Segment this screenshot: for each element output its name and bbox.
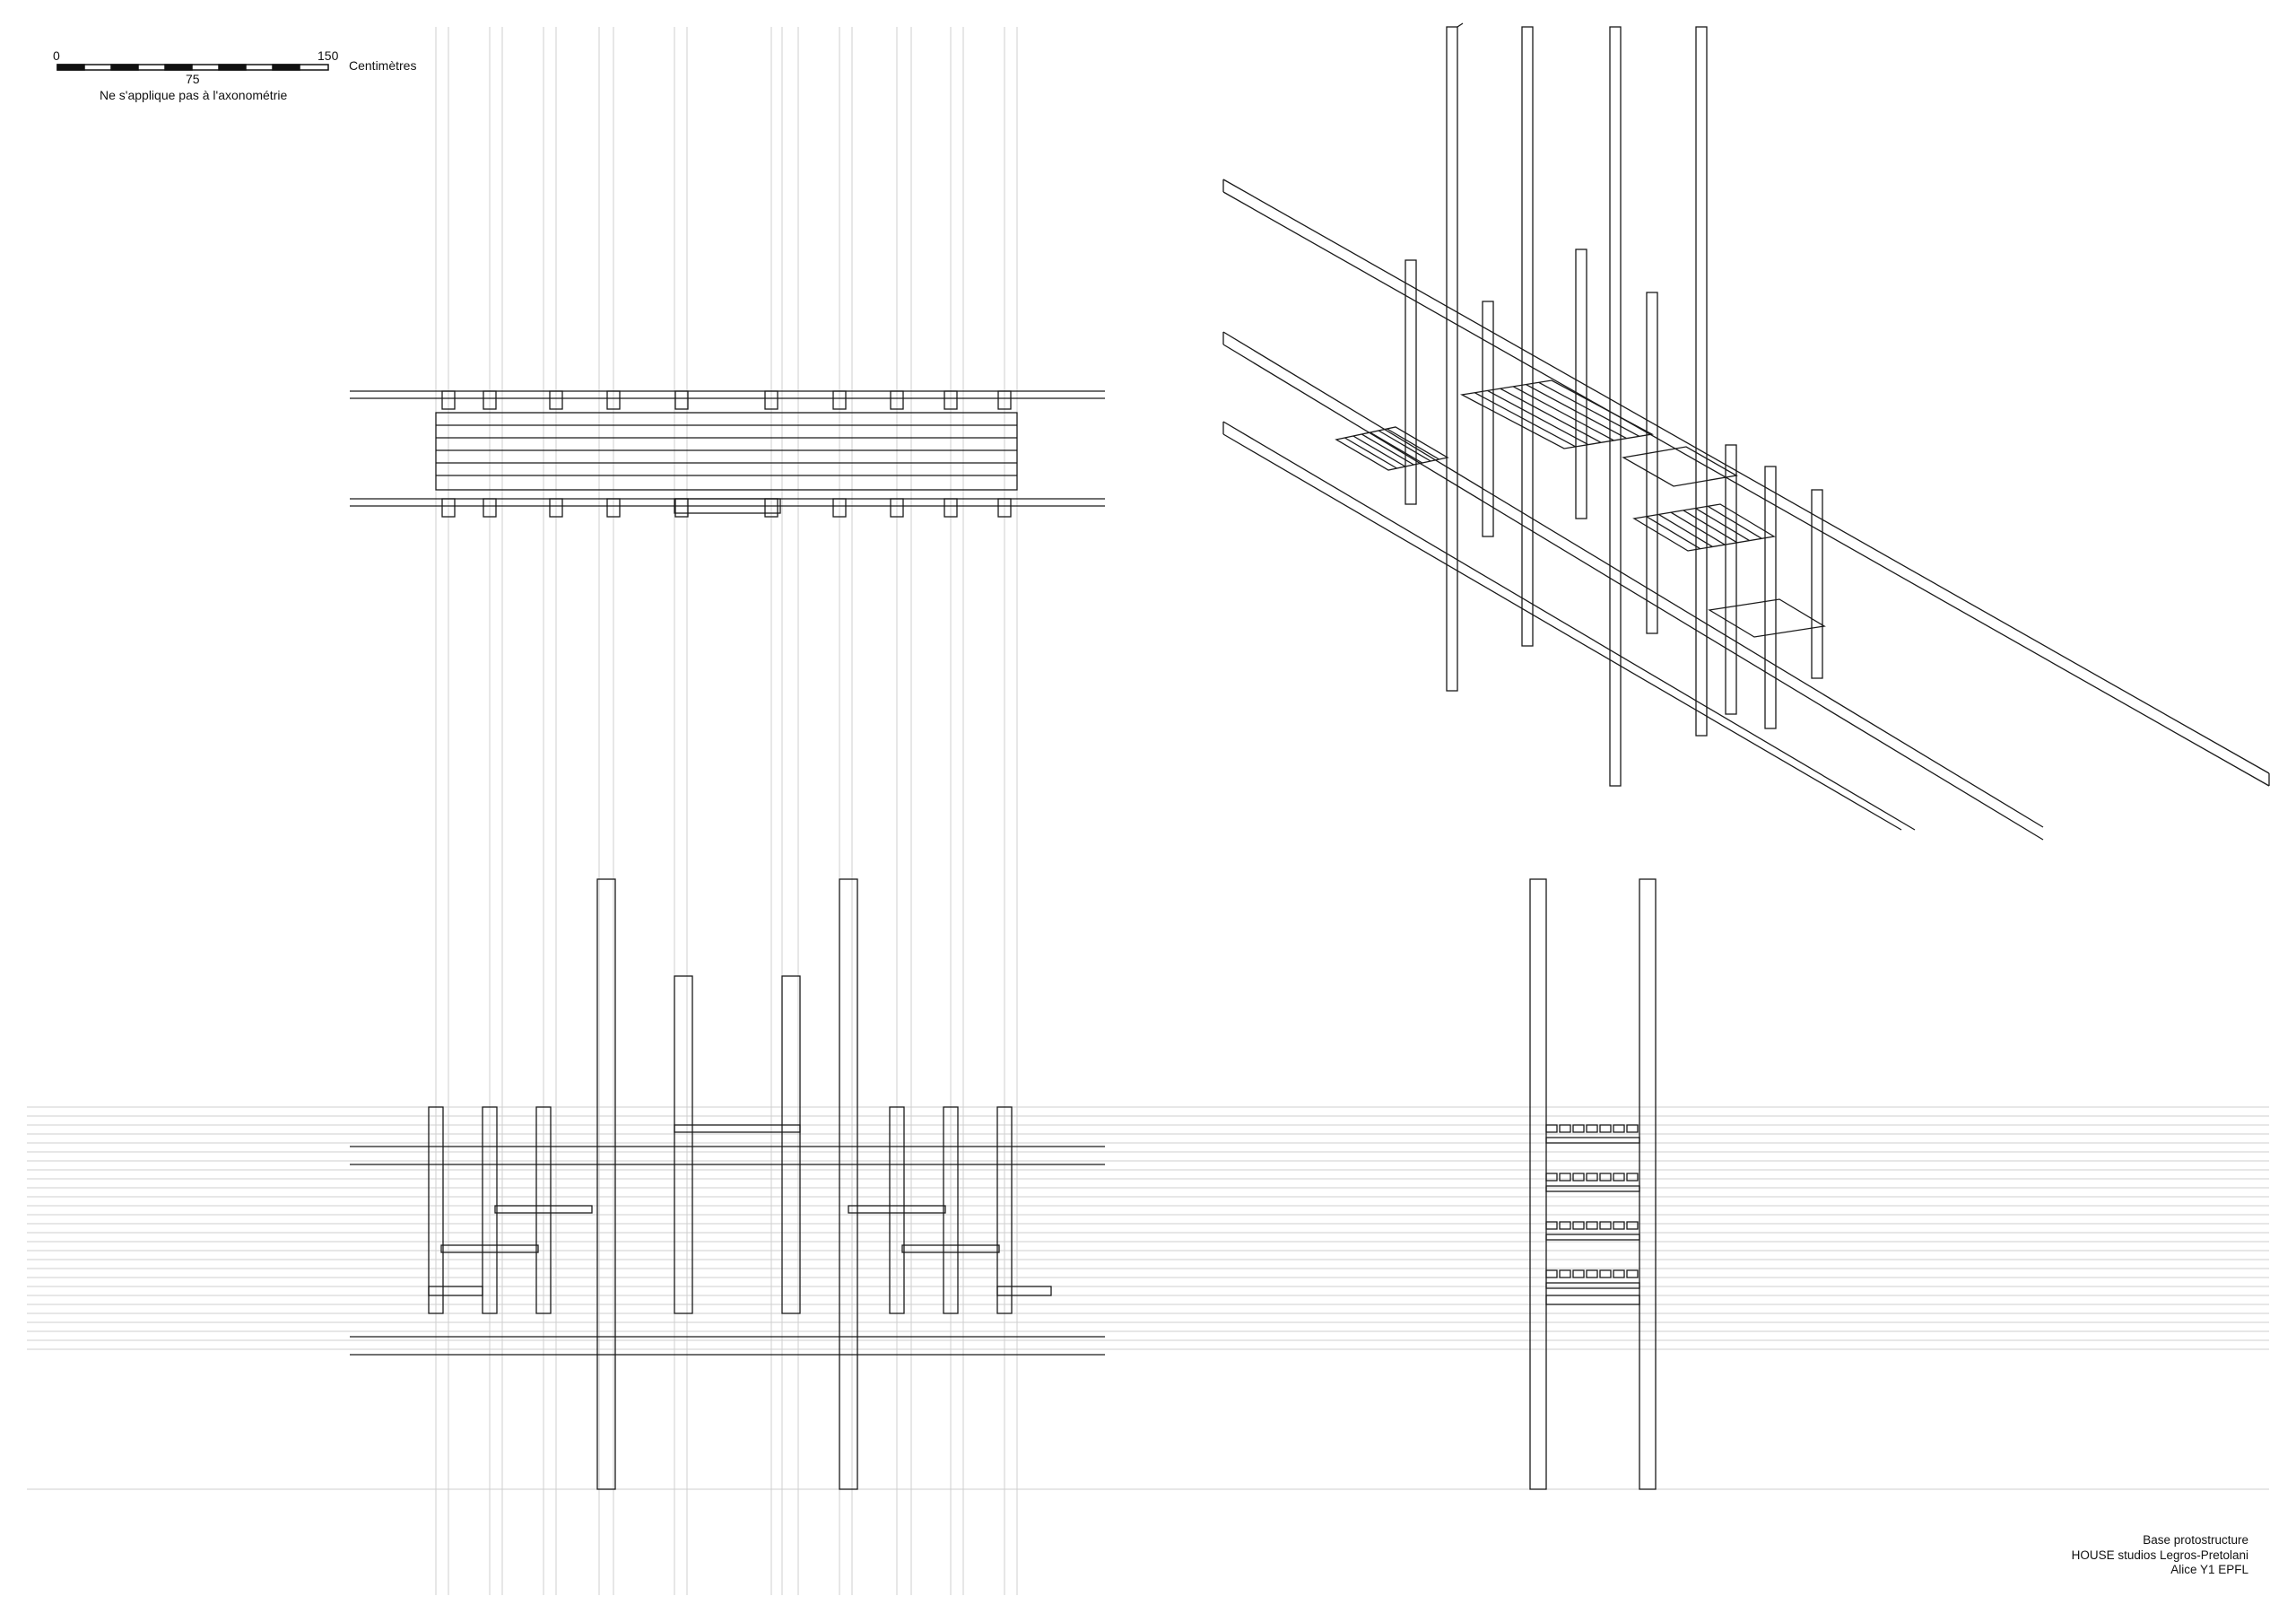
plan-post-bottom	[890, 498, 904, 518]
construction-lines	[27, 27, 2269, 1595]
side-slat	[1559, 1269, 1571, 1278]
plan-view	[350, 390, 1105, 518]
axo-deck-slat	[1695, 508, 1750, 542]
axo-deck-slat	[1538, 381, 1640, 437]
side-slat	[1586, 1221, 1598, 1230]
axo-deck-slat	[1512, 386, 1614, 441]
elevation-post	[943, 1106, 959, 1314]
elevation-post	[889, 1106, 905, 1314]
title-block: Base protostructure HOUSE studios Legros…	[2072, 1533, 2248, 1578]
axo-deck-slat	[1707, 505, 1762, 539]
title-line-studio: HOUSE studios Legros-Pretolani	[2071, 1548, 2248, 1562]
side-slat	[1586, 1269, 1598, 1278]
axo-deck-slat	[1370, 432, 1423, 464]
side-slat	[1599, 1269, 1612, 1278]
side-slat	[1613, 1124, 1625, 1133]
side-slat	[1545, 1221, 1558, 1230]
plan-post-top	[944, 390, 958, 410]
side-slat	[1559, 1124, 1571, 1133]
plan-post-bottom	[832, 498, 847, 518]
axo-deck-slat	[1658, 513, 1713, 547]
side-slat	[1586, 1173, 1598, 1182]
plan-post-top	[997, 390, 1012, 410]
axo-deck-slat	[1646, 516, 1701, 550]
side-slat	[1613, 1173, 1625, 1182]
side-slat	[1545, 1269, 1558, 1278]
side-slat	[1599, 1124, 1612, 1133]
plan-post-bottom	[944, 498, 958, 518]
title-line-author: Alice Y1 EPFL	[2170, 1563, 2248, 1576]
side-joist	[1545, 1185, 1640, 1192]
plan-post-top	[441, 390, 456, 410]
side-slat	[1613, 1221, 1625, 1230]
axo-deck-slat	[1683, 510, 1738, 544]
elevation-post	[428, 1106, 444, 1314]
plan-post-top	[483, 390, 497, 410]
side-slat	[1545, 1173, 1558, 1182]
plan-post-top	[606, 390, 621, 410]
elevation-ledger	[440, 1244, 539, 1253]
elevation-ledger	[494, 1205, 593, 1214]
plan-post-top	[549, 390, 563, 410]
plan-post-top	[674, 390, 689, 410]
elevation-post	[535, 1106, 552, 1314]
plan-post-top	[832, 390, 847, 410]
scale-bar	[57, 64, 329, 71]
plan-post-bottom	[441, 498, 456, 518]
axo-deck-slat	[1352, 435, 1406, 467]
side-slat	[1586, 1124, 1598, 1133]
axo-deck-slat	[1361, 433, 1414, 466]
side-slat	[1599, 1221, 1612, 1230]
side-joist	[1545, 1137, 1640, 1144]
axo-deck-slat	[1487, 389, 1588, 446]
scale-tick-end-label: 150	[317, 48, 339, 63]
plan-post-bottom	[606, 498, 621, 518]
side-slat	[1572, 1269, 1585, 1278]
title-line-project: Base protostructure	[2143, 1533, 2248, 1547]
side-joist	[1545, 1234, 1640, 1241]
axo-deck-slat	[1670, 511, 1726, 545]
side-joist	[1545, 1295, 1640, 1305]
axo-deck-slat	[1474, 392, 1576, 448]
side-slat	[1613, 1269, 1625, 1278]
plan-post-bottom	[483, 498, 497, 518]
side-slat	[1626, 1269, 1639, 1278]
elevation-ledger	[996, 1286, 1052, 1296]
side-slat	[1572, 1173, 1585, 1182]
side-slat	[1599, 1173, 1612, 1182]
plan-post-top	[764, 390, 778, 410]
front-elevation-view	[350, 878, 1105, 1490]
side-slat	[1545, 1124, 1558, 1133]
plan-post-bottom	[764, 498, 778, 518]
scale-tick-mid-label: 75	[186, 72, 200, 86]
axo-deck-slat	[1344, 437, 1397, 469]
plan-post-bottom	[549, 498, 563, 518]
elevation-ledger	[428, 1286, 483, 1296]
elevation-ledger	[901, 1244, 1000, 1253]
axo-deck-slat	[1378, 430, 1431, 462]
side-slat	[1572, 1124, 1585, 1133]
axo-deck-slat	[1500, 388, 1602, 443]
scale-note: Ne s'applique pas à l'axonométrie	[100, 88, 288, 102]
elevation-post	[482, 1106, 498, 1314]
side-slat	[1626, 1221, 1639, 1230]
scale-tick-start-label: 0	[53, 48, 60, 63]
side-elevation-view	[1529, 878, 1657, 1490]
plan-post-bottom	[997, 498, 1012, 518]
elevation-post	[996, 1106, 1013, 1314]
side-slat	[1572, 1221, 1585, 1230]
axo-deck-slat	[1526, 383, 1627, 440]
side-joist	[1545, 1282, 1640, 1289]
elevation-ledger	[848, 1205, 946, 1214]
side-slat	[1559, 1221, 1571, 1230]
scale-unit-label: Centimètres	[349, 58, 417, 73]
side-slat	[1626, 1173, 1639, 1182]
plan-post-bottom	[674, 498, 689, 518]
axonometric-view	[1222, 22, 2270, 841]
axo-deck-slat	[1387, 428, 1439, 460]
side-slat	[1626, 1124, 1639, 1133]
side-slat	[1559, 1173, 1571, 1182]
plan-post-top	[890, 390, 904, 410]
